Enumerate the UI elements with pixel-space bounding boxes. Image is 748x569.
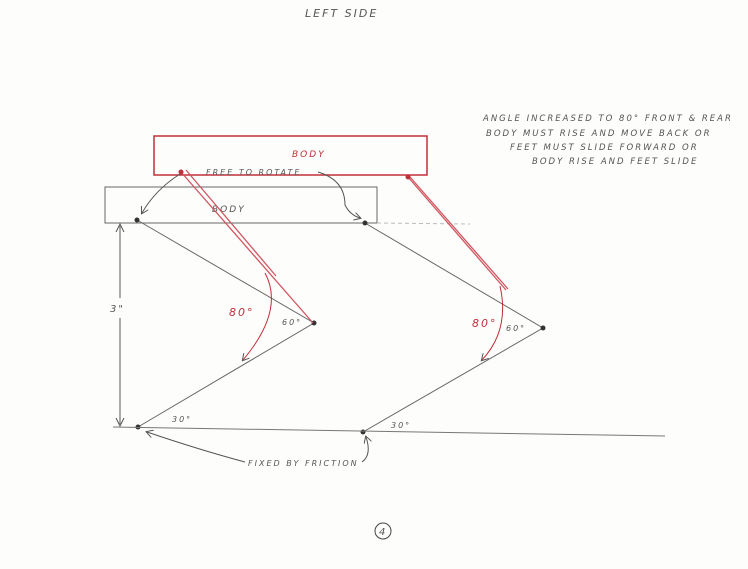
angle-arc-left — [243, 272, 272, 360]
free-to-rotate-label: FREE TO ROTATE — [206, 168, 301, 177]
angle-right-30: 30° — [391, 421, 411, 430]
raised-body-label: BODY — [292, 150, 326, 160]
angle-right-80: 80° — [472, 317, 498, 330]
height-label: 3" — [110, 304, 125, 315]
fixed-by-friction-label: FIXED BY FRICTION — [248, 459, 359, 468]
original-body-label: BODY — [212, 205, 246, 215]
angle-left-30: 30° — [172, 415, 192, 424]
page-number: 4 — [379, 527, 387, 538]
page-number-circle — [374, 522, 392, 540]
note-line-1: ANGLE INCREASED TO 80° FRONT & REAR — [482, 114, 733, 124]
note-text: ANGLE INCREASED TO 80° FRONT & REAR BODY… — [482, 114, 733, 167]
note-line-2: BODY MUST RISE AND MOVE BACK OR — [486, 129, 711, 139]
angle-arc-right — [482, 285, 504, 360]
ground-line — [112, 426, 666, 437]
red-joint-left — [178, 169, 184, 175]
friction-arrow-right — [361, 437, 368, 463]
angle-left-80: 80° — [229, 306, 255, 319]
original-body-rect — [104, 186, 378, 224]
angle-left-60: 60° — [282, 318, 302, 327]
friction-arrow-left — [147, 432, 246, 463]
rotate-arrow-right — [317, 171, 360, 218]
note-line-4: BODY RISE AND FEET SLIDE — [532, 157, 698, 167]
note-line-3: FEET MUST SLIDE FORWARD OR — [510, 143, 699, 153]
rotate-arrow-left — [142, 173, 181, 213]
raised-body-rect — [153, 135, 428, 176]
angle-right-60: 60° — [506, 324, 526, 333]
dimension-arrowheads — [115, 222, 125, 428]
body-extension-line — [376, 222, 471, 225]
title: LEFT SIDE — [305, 7, 378, 20]
rotated-legs — [180, 169, 509, 324]
red-joint-right — [405, 174, 411, 180]
